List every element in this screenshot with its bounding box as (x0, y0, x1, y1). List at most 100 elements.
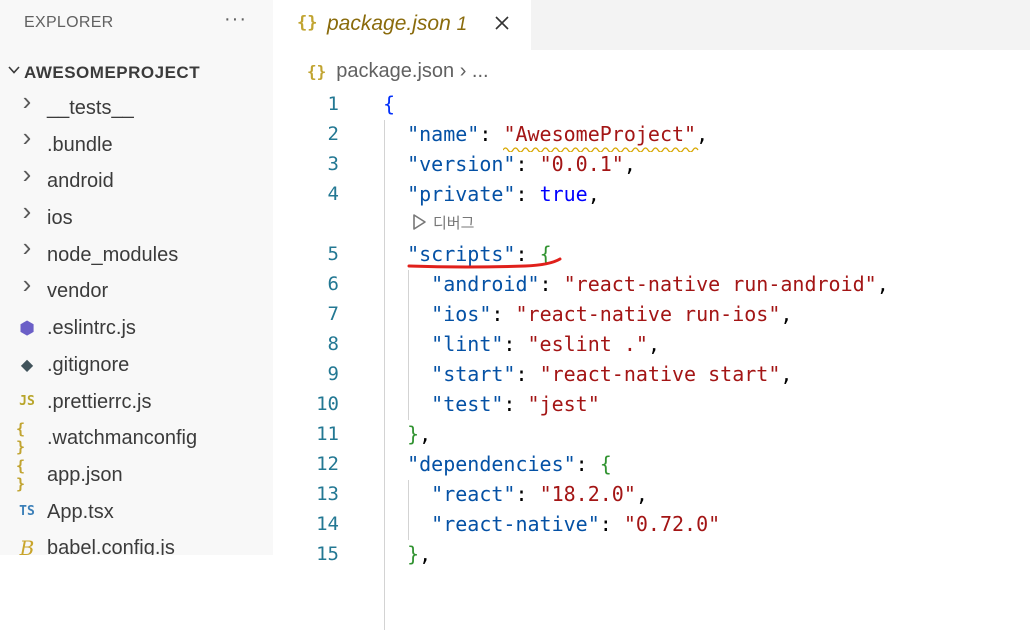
code-token: "scripts" (407, 242, 516, 266)
code-token (383, 302, 431, 326)
chevron-right-icon: › (22, 85, 32, 116)
code-token: "0.72.0" (623, 512, 721, 536)
line-number: 4 (327, 183, 339, 205)
tree-item-label: .prettierrc.js (47, 390, 152, 413)
code-token: : (491, 302, 516, 326)
debug-codelens[interactable]: 디버그 (411, 210, 474, 234)
breadcrumb-rest[interactable]: ... (471, 60, 489, 82)
tree-item[interactable]: ◆.gitignore (0, 347, 273, 384)
code-line[interactable]: 12 "dependencies": { (273, 450, 1030, 480)
chevron-right-icon: › (22, 195, 32, 226)
tree-item[interactable]: { }.watchmanconfig (0, 420, 273, 457)
code-token (383, 242, 407, 266)
line-number: 7 (327, 303, 339, 325)
code-line[interactable]: 5 "scripts": { (273, 240, 1030, 270)
code-token (383, 392, 431, 416)
problem-count-badge: 1 (456, 14, 468, 35)
code-text: "lint": "eslint .", (383, 332, 660, 356)
breadcrumb-file[interactable]: package.json (336, 60, 455, 82)
code-line[interactable]: 1{ (273, 90, 1030, 120)
code-token (383, 542, 407, 566)
close-icon[interactable] (493, 14, 511, 32)
code-token: "private" (407, 182, 516, 206)
tree-item-label: .gitignore (47, 353, 130, 376)
play-icon (413, 214, 426, 230)
tree-item[interactable]: ›vendor (0, 269, 273, 310)
code-token: true (539, 182, 588, 206)
editor-area: {} package.json 1 {}package.json › ... 1… (273, 0, 1030, 630)
file-tree: ›__tests__›.bundle›android›ios›node_modu… (0, 85, 273, 556)
code-token: , (780, 302, 793, 326)
code-line[interactable]: 10 "test": "jest" (273, 390, 1030, 420)
tree-item[interactable]: ›ios (0, 195, 273, 237)
code-token (383, 332, 431, 356)
tree-item[interactable]: ›.bundle (0, 122, 273, 164)
code-text: "name": "AwesomeProject", (383, 122, 708, 146)
code-line[interactable]: 8 "lint": "eslint .", (273, 330, 1030, 360)
line-number: 5 (327, 243, 339, 265)
code-line[interactable]: 11 }, (273, 420, 1030, 450)
line-number: 15 (316, 543, 339, 565)
tree-item[interactable]: › __tests__ (0, 85, 273, 127)
code-token: { (539, 242, 552, 266)
code-token: "0.0.1" (539, 152, 624, 176)
json-icon: {} (307, 62, 327, 81)
code-line[interactable]: 15 }, (273, 540, 1030, 570)
tree-item[interactable]: › node_modules (0, 232, 273, 274)
tree-item-label: .eslintrc.js (47, 317, 136, 340)
tree-item-label: node_modules (47, 243, 179, 266)
code-token: "jest" (527, 392, 600, 416)
code-token: , (419, 542, 432, 566)
code-text: "version": "0.0.1", (383, 152, 636, 176)
tree-item[interactable]: JS.prettierrc.js (0, 384, 273, 421)
code-token (383, 422, 407, 446)
code-token: "react" (431, 482, 516, 506)
tree-item[interactable]: ⬢ .eslintrc.js (0, 310, 273, 347)
code-token: : (515, 182, 540, 206)
json-icon: {} (297, 13, 318, 33)
code-token (383, 362, 431, 386)
debug-label: 디버그 (433, 214, 475, 232)
code-token: "18.2.0" (539, 482, 636, 506)
code-line[interactable]: 14 "react-native": "0.72.0" (273, 510, 1030, 540)
indent-guide (384, 120, 385, 630)
code-token: "AwesomeProject" (503, 122, 697, 146)
line-number: 12 (316, 453, 339, 475)
code-line[interactable]: 2 "name": "AwesomeProject", (273, 120, 1030, 150)
tree-item[interactable]: › android (0, 158, 273, 200)
code-line[interactable]: 7 "ios": "react-native run-ios", (273, 300, 1030, 330)
line-number: 2 (327, 123, 339, 145)
code-line[interactable]: 4 "private": true, (273, 180, 1030, 210)
line-number: 1 (327, 93, 339, 115)
code-line[interactable]: 13 "react": "18.2.0", (273, 480, 1030, 510)
code-text: "react": "18.2.0", (383, 482, 648, 506)
indent-guide (408, 270, 409, 420)
code-text: "scripts": { (383, 242, 552, 266)
code-line[interactable]: 9 "start": "react-native start", (273, 360, 1030, 390)
tree-item-label: app.json (47, 463, 123, 486)
code-token: : (515, 482, 540, 506)
code-token (383, 182, 407, 206)
code-token (383, 452, 407, 476)
tree-item[interactable]: { }app.json (0, 457, 273, 494)
tree-item-label: __tests__ (47, 97, 134, 119)
breadcrumb[interactable]: {}package.json › ... (307, 60, 489, 86)
indent-guide (408, 480, 409, 540)
chevron-right-icon: › (22, 232, 32, 263)
code-line[interactable]: 6 "android": "react-native run-android", (273, 270, 1030, 300)
chevron-right-icon: › (22, 158, 32, 189)
code-token: "ios" (431, 302, 492, 326)
tree-item-label: vendor (47, 280, 109, 303)
more-actions-icon[interactable]: ··· (224, 8, 247, 30)
code-token (383, 482, 431, 506)
code-text: "private": true, (383, 182, 600, 206)
tab-package-json[interactable]: {} package.json 1 (273, 0, 531, 50)
project-folder-row[interactable]: AWESOMEPROJECT (0, 58, 273, 86)
eslint-icon: ⬢ (19, 317, 35, 338)
code-line[interactable]: 3 "version": "0.0.1", (273, 150, 1030, 180)
line-number: 11 (316, 423, 339, 445)
tree-item-label: android (47, 170, 114, 193)
line-number: 13 (316, 483, 339, 505)
